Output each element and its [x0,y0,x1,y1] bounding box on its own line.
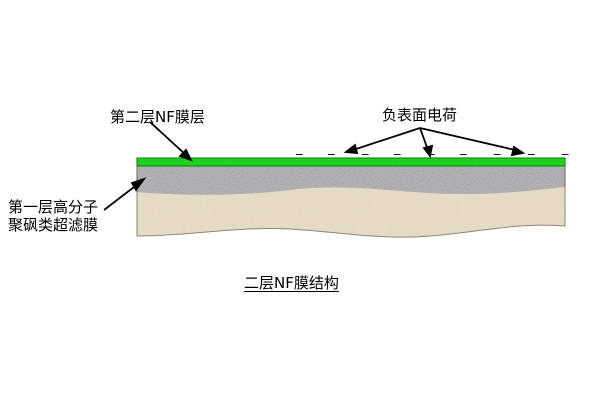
negative-charge-mark: _ [327,141,335,156]
label-negative-surface-charge: 负表面电荷 [382,106,458,124]
negative-charge-mark: _ [527,141,535,156]
negative-charge-mark: _ [295,141,303,156]
negative-charge-mark: _ [459,141,467,156]
nf-layer [136,157,566,167]
negative-charge-mark: _ [493,141,501,156]
diagram-caption: 二层NF膜结构 [244,274,339,292]
negative-charge-mark: _ [561,141,569,156]
arrow-charge-right [419,127,526,157]
label-nf-layer: 第二层NF膜层 [110,108,205,126]
label-psf-layer-line2: 聚砜类超滤膜 [8,216,99,234]
support-layer [136,184,566,238]
arrow-nf-layer [149,121,193,162]
arrow-charge-left [343,127,421,155]
negative-charge-mark: _ [361,141,369,156]
arrows [103,121,526,211]
label-psf-layer-line1: 第一层高分子 [8,198,99,216]
arrow-psf-layer [103,177,147,211]
arrow-charge-middle [419,127,434,159]
nf-layer-strip [136,157,566,167]
negative-charge-mark: _ [393,141,401,156]
